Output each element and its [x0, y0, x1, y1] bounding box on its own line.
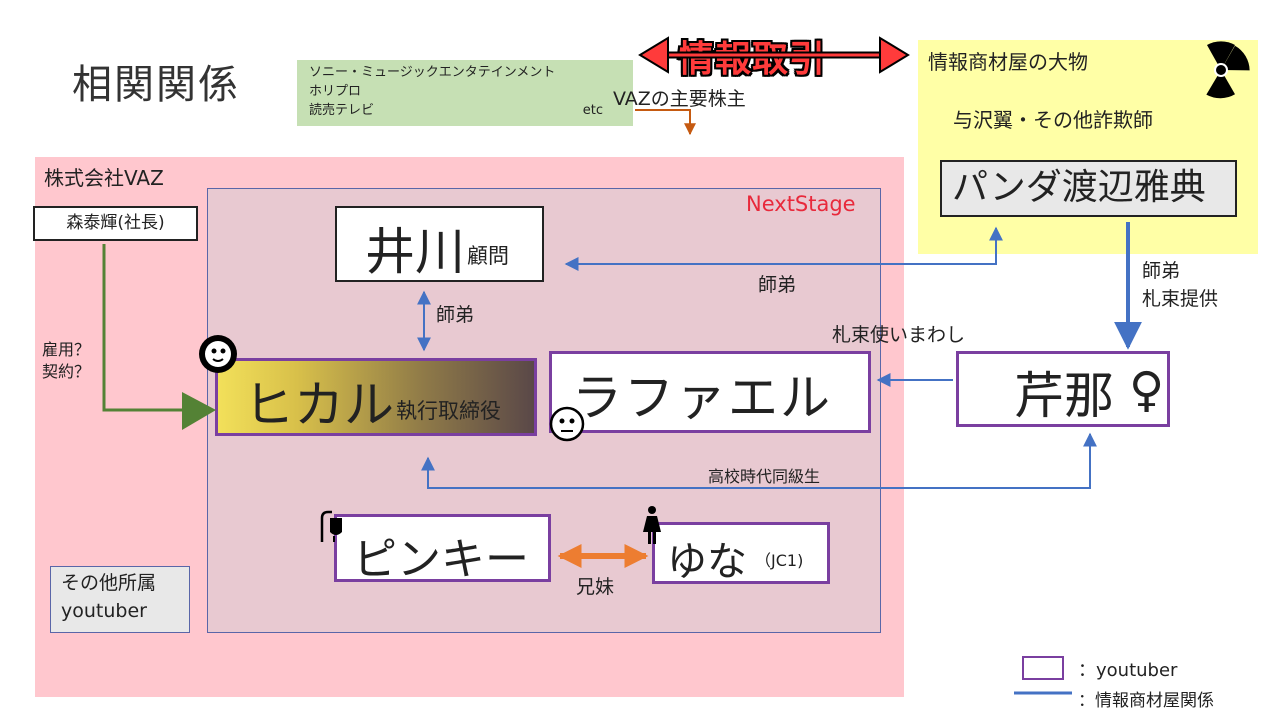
toilet-icon: [320, 510, 342, 542]
label-master-disciple-panda-serina: 師弟: [1142, 260, 1181, 282]
deal-double-arrow: [638, 36, 910, 74]
hikaru-name: ヒカル: [244, 376, 394, 434]
nextstage-label: NextStage: [746, 192, 856, 216]
legend-info-label: ：情報商材屋関係: [1078, 691, 1214, 711]
shareholder-ytv: 読売テレビ: [309, 103, 375, 118]
label-money-reuse: 札束使いまわし: [832, 324, 966, 346]
major-shareholders-caption: VAZの主要株主: [613, 88, 746, 110]
female-symbol: ♀: [1129, 362, 1165, 418]
shareholders-box: ソニー・ミュージックエンタテインメント ホリプロ 読売テレビ etc: [297, 60, 633, 126]
label-master-disciple-ikawa: 師弟: [436, 304, 475, 326]
hikaru-face-icon: [199, 335, 237, 373]
radiation-icon: [1206, 41, 1250, 99]
shareholder-sony: ソニー・ミュージックエンタテインメント: [309, 65, 556, 80]
serina-name: 芹那: [1014, 367, 1114, 425]
employment-label-1: 雇用？: [42, 340, 91, 359]
panda-ikawa-arrow: [564, 226, 1003, 271]
page-title: 相関関係: [72, 62, 240, 108]
other-youtubers-line2: youtuber: [61, 600, 147, 622]
pinky-name: ピンキー: [353, 534, 529, 585]
shareholder-horipro: ホリプロ: [309, 84, 362, 99]
yuna-note: （JC1): [755, 551, 804, 570]
info-dealer-members: 与沢翼・その他詐欺師: [953, 108, 1153, 132]
raphael-face-icon: [549, 406, 585, 442]
ikawa-role: 顧問: [467, 244, 509, 268]
info-deal-label: 情報取引: [678, 39, 827, 80]
employment-label-2: 契約？: [42, 362, 91, 381]
legend-youtuber-swatch: [1022, 656, 1064, 680]
other-youtubers-line1: その他所属: [61, 572, 157, 594]
yuna-node: ゆな （JC1): [652, 522, 830, 585]
legend-youtuber-label: ：youtuber: [1078, 660, 1178, 681]
info-dealer-area: [918, 40, 1258, 254]
employment-arrow: [102, 244, 216, 430]
info-dealer-title: 情報商材屋の大物: [928, 50, 1088, 74]
other-youtubers-box: その他所属 youtuber: [50, 566, 190, 633]
label-siblings: 兄妹: [576, 576, 615, 598]
shareholder-arrow: [635, 109, 696, 136]
serina-node: 芹那 ♀: [956, 351, 1170, 427]
shareholder-etc: etc: [582, 103, 603, 118]
female-figure-icon: [643, 506, 661, 544]
ikawa-name: 井川: [365, 223, 465, 281]
raphael-name: ラファエル: [572, 369, 832, 427]
panda-watanabe-node: パンダ渡辺雅典: [940, 160, 1237, 217]
ceo-node: 森泰輝(社長): [33, 206, 198, 241]
vaz-label: 株式会社VAZ: [44, 166, 164, 190]
label-master-disciple-panda-ikawa: 師弟: [758, 274, 797, 296]
label-classmates: 高校時代同級生: [708, 467, 821, 486]
raphael-node: ラファエル: [549, 351, 871, 433]
label-money-provided: 札束提供: [1142, 288, 1219, 310]
pinky-node: ピンキー: [334, 514, 551, 585]
hikaru-role: 執行取締役: [396, 399, 501, 423]
yuna-name: ゆな: [667, 539, 747, 585]
classmates-arrow: [421, 432, 1097, 489]
hikaru-node: ヒカル 執行取締役: [215, 358, 537, 436]
ikawa-node: 井川 顧問: [335, 206, 544, 282]
